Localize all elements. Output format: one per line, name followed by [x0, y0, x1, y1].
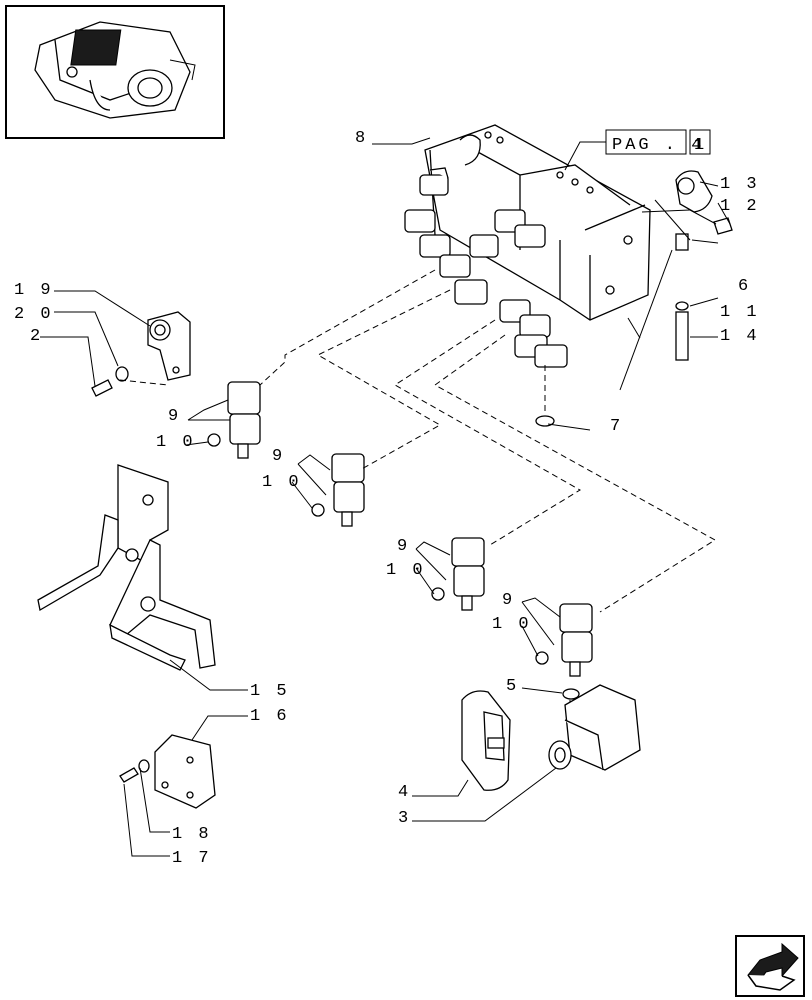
- callout-12: 1 2: [720, 197, 760, 216]
- callout-3: 3: [398, 809, 411, 828]
- callout-2: 2: [30, 327, 43, 346]
- solenoid-valve-4: [535, 603, 593, 677]
- pedal-bracket: [37, 464, 216, 671]
- callout-9-b: 9: [272, 447, 285, 466]
- callout-8: 8: [355, 129, 368, 148]
- callout-16: 1 6: [250, 707, 290, 726]
- callout-14: 1 4: [720, 327, 760, 346]
- callout-9-a: 9: [168, 407, 181, 426]
- callout-15: 1 5: [250, 682, 290, 701]
- callout-10-a: 1 0: [156, 433, 196, 452]
- callout-19: 1 9: [14, 281, 54, 300]
- bolt-washer-stud: [675, 233, 689, 361]
- callout-13: 1 3: [720, 175, 760, 194]
- control-valve-block: [404, 124, 651, 368]
- page-ref-prefix: PAG . 4: [612, 136, 704, 155]
- callout-10-d: 1 0: [492, 615, 532, 634]
- callout-11: 1 1: [720, 303, 760, 322]
- bracket-19: [91, 311, 191, 397]
- callout-9-c: 9: [397, 537, 410, 556]
- callout-7: 7: [610, 417, 623, 436]
- callout-20: 2 0: [14, 305, 54, 324]
- connection-lines: [259, 269, 716, 735]
- callout-18: 1 8: [172, 825, 212, 844]
- callout-17: 1 7: [172, 849, 212, 868]
- callout-10-c: 1 0: [386, 561, 426, 580]
- callout-6: 6: [738, 277, 751, 296]
- o-ring-7: [535, 415, 555, 427]
- callout-labels: 8 1 3 1 2 6 1 1 1 4 7 1 9 2 0 2 9 1 0 9 …: [14, 129, 760, 868]
- support-bracket-16: [119, 734, 216, 809]
- holder-4: [461, 690, 511, 791]
- callout-4: 4: [398, 783, 411, 802]
- page-ref-number: 1: [694, 136, 707, 155]
- next-page-arrow-icon[interactable]: [735, 935, 805, 997]
- callout-10-b: 1 0: [262, 473, 302, 492]
- solenoid-valve-1: [207, 381, 261, 459]
- assembly-thumbnail: [5, 5, 225, 139]
- callout-5: 5: [506, 677, 519, 696]
- flange-cover: [675, 170, 733, 235]
- leader-lines: [40, 137, 731, 857]
- solenoid-valve-3: [431, 537, 485, 611]
- callout-9-d: 9: [502, 591, 515, 610]
- page-reference: PAG . 4 1: [564, 129, 711, 171]
- solenoid-valve-2: [311, 453, 365, 527]
- block-3: [548, 684, 641, 771]
